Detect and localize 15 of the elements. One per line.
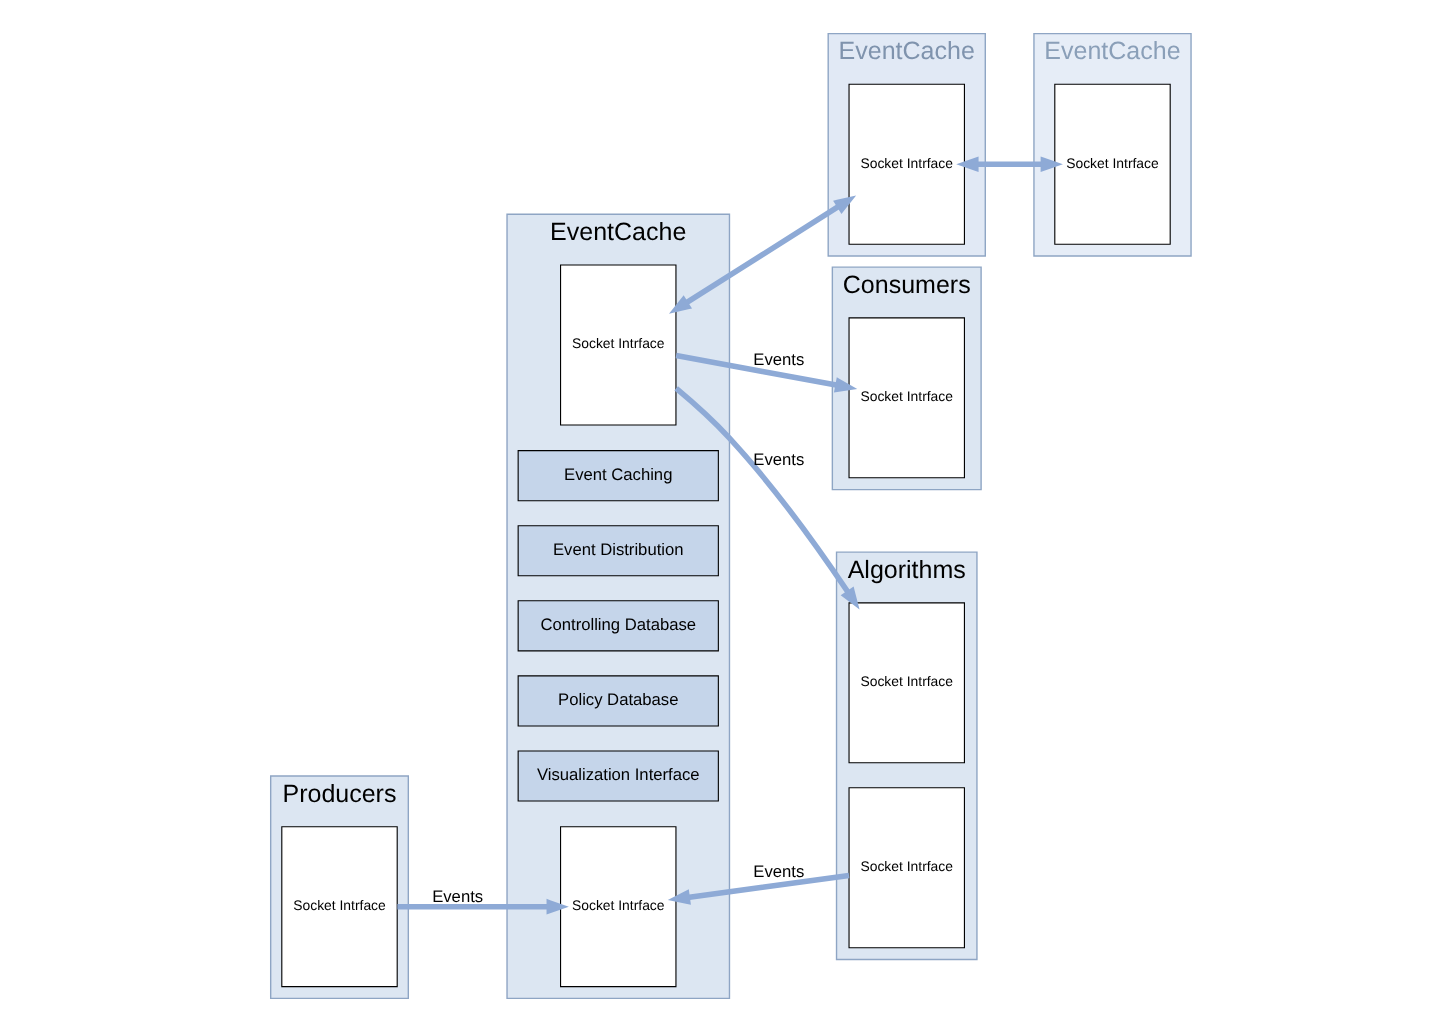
node-box: Visualization Interface [516,750,718,802]
edge-label: Events [752,349,804,370]
arrow [673,386,859,610]
arrow [674,352,857,393]
arrow [666,872,849,905]
edge-label: Events [431,885,483,906]
edge-label: Events [752,860,804,881]
node-box: Event Distribution [516,525,718,577]
node-box: Event Caching [516,450,718,502]
arrow [396,898,568,915]
edge-label: Events [752,449,804,470]
node-box: Policy Database [516,675,718,727]
arrow [668,195,856,314]
arrow [955,156,1062,173]
node-box: Controlling Database [516,600,718,652]
